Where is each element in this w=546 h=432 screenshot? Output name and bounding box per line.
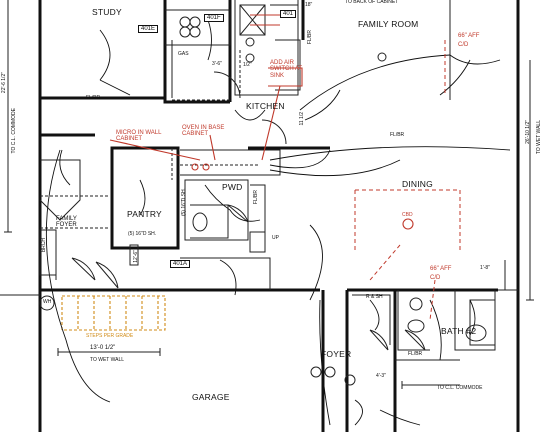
walls (38, 0, 520, 432)
room-label-family-room: FAMILY ROOM (358, 19, 419, 29)
dim-26-10: 26'-10 1/2" (525, 120, 531, 144)
note-66-aff-mid: 66" AFF (430, 266, 452, 272)
note-66-aff-top: 66" AFF (458, 33, 480, 39)
label-steps-per-grade: STEPS PER GRADE (86, 333, 134, 339)
dim-1-8: 1'-8" (480, 265, 490, 271)
tag-401e: 401E (138, 25, 159, 33)
tag-401f: 401F (204, 14, 224, 22)
steps-per-grade (61, 295, 166, 331)
dim-18: 18" (305, 2, 313, 8)
note-to-cl-commode: TO C.L. COMMODE (437, 385, 483, 391)
dimension-lines (4, 0, 534, 389)
room-label-kitchen: KITCHEN (246, 101, 285, 111)
room-label-bath2: BATH #2 (441, 326, 477, 336)
note-add-air-switch: ADD AIR SWITCH AT SINK (270, 60, 303, 79)
label-wh: WH (43, 299, 52, 305)
label-up: UP (272, 235, 279, 241)
dim-4-3: 4'-3" (376, 373, 386, 379)
note-cd-top: C/D (458, 42, 469, 48)
dim-12-6: 12'-6" (133, 250, 139, 263)
tag-401: 401 (280, 10, 297, 18)
label-fl-br-3: FL/BR (390, 132, 405, 138)
markup-red (109, 14, 461, 321)
dim-3-6: 3'-6" (212, 61, 222, 67)
note-to-back-of-cabinet: TO BACK OF CABINET (345, 0, 399, 5)
wiring (45, 19, 511, 426)
note-cd-mid: C/D (430, 275, 441, 281)
dim-13-0: 13'-0 1/2" (90, 345, 116, 351)
label-fl-br-2: FL/BR (307, 30, 313, 45)
note-to-cl-commode-left: TO C.L. COMMODE (11, 108, 17, 154)
dim-1-2: 1/2" (243, 62, 252, 68)
room-label-study: STUDY (92, 7, 122, 17)
note-to-wet-wall: TO WET WALL (90, 357, 125, 363)
label-shelving: (5) 16"D SH. (128, 231, 157, 237)
fixtures (39, 16, 487, 386)
note-micro-in-wall: MICRO IN WALL CABINET (116, 130, 162, 143)
label-brch: BRCH (41, 238, 47, 253)
note-cbd: CBD (402, 212, 413, 218)
room-label-family-foyer: FAMILY FOYER (56, 216, 77, 228)
note-oven-in-base: OVEN IN BASE CABINET (182, 125, 225, 138)
label-gas: GAS (178, 51, 189, 57)
door-swings (71, 71, 426, 351)
room-label-foyer: FOYER (321, 349, 352, 359)
label-fl-br-5: FL/BR (408, 351, 423, 357)
room-label-pwd: PWD (222, 182, 243, 192)
room-label-pantry: PANTRY (127, 209, 162, 219)
water-heater-symbol (39, 295, 55, 311)
room-label-dining: DINING (402, 179, 433, 189)
tag-401a: 401A (170, 260, 191, 268)
dim-22-6: 22'-6 1/2" (1, 72, 7, 94)
dim-11-1-2: 11 1/2 (299, 112, 305, 126)
room-label-garage: GARAGE (192, 392, 230, 402)
label-shelving-b: (5) 16"D SH. (181, 188, 187, 217)
label-fl-br-1: FL/BR (86, 95, 101, 101)
label-fl-br-4: FL/BR (253, 190, 259, 205)
note-to-wet-wall-right: TO WET WALL (536, 120, 542, 155)
label-r-sh: R & SH (366, 294, 383, 300)
